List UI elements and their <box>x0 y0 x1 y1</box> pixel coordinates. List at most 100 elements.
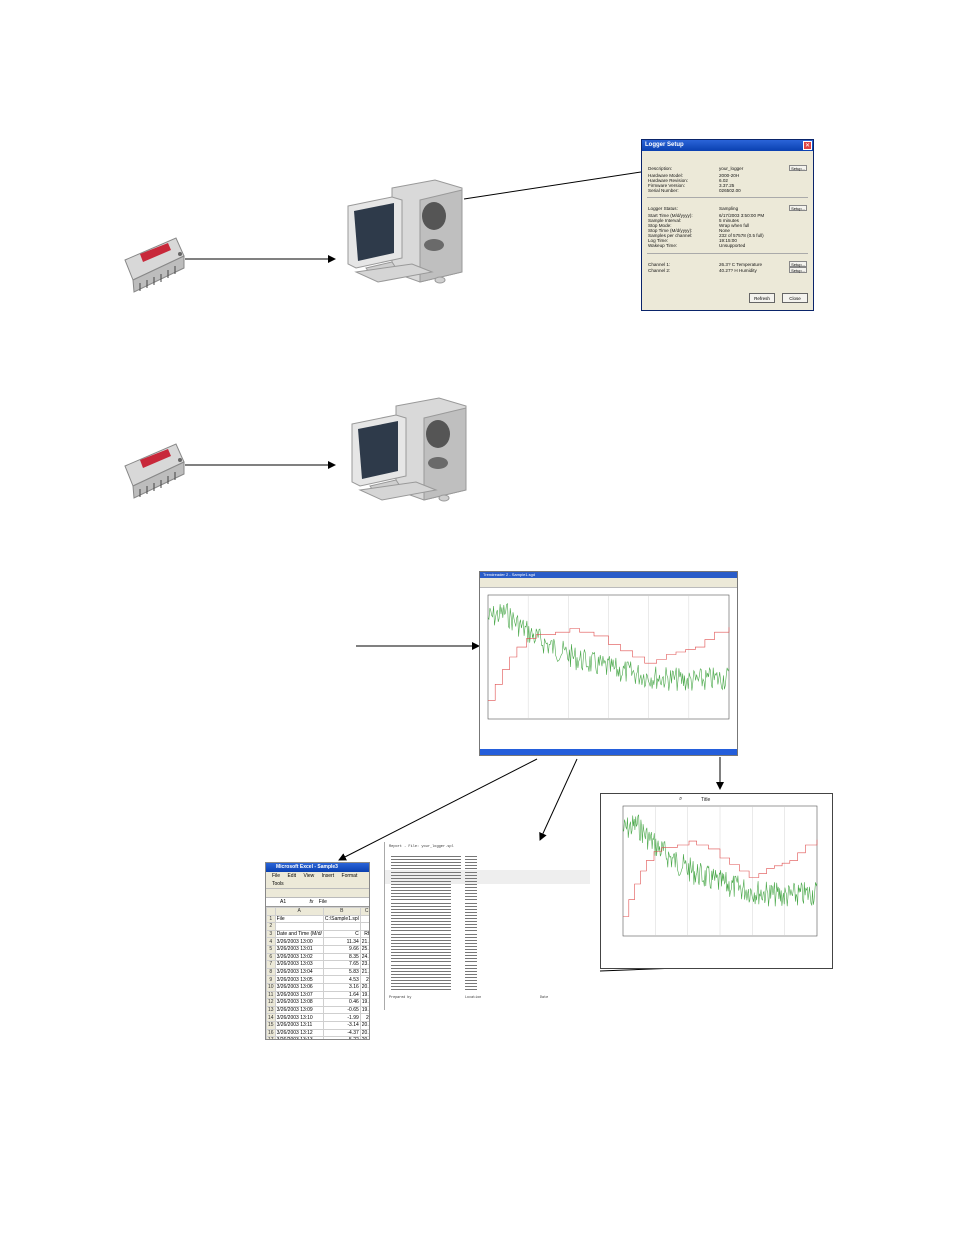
cell[interactable]: 23.8 <box>359 960 369 969</box>
menu-tools[interactable]: Tools <box>272 881 284 887</box>
cell[interactable]: 20.2 <box>359 1036 369 1039</box>
cell[interactable]: File <box>274 914 324 924</box>
cell[interactable]: -0.65 <box>322 1005 361 1015</box>
cell[interactable]: 3/26/2003 13:13 <box>274 1036 324 1039</box>
menu-edit[interactable]: Edit <box>287 873 297 879</box>
cell[interactable]: 8.35 <box>322 952 361 962</box>
cell[interactable] <box>322 922 361 931</box>
cell[interactable]: 19.6 <box>359 990 369 1000</box>
column-header[interactable]: B <box>322 907 361 916</box>
excel-toolbar[interactable] <box>266 880 369 889</box>
report-line <box>465 973 477 975</box>
cell[interactable]: 3/26/2003 13:03 <box>274 960 324 969</box>
row-number[interactable]: 11 <box>266 990 276 1000</box>
row-number[interactable]: 2 <box>266 922 276 931</box>
close-icon[interactable]: ✕ <box>803 141 812 150</box>
cell[interactable]: 3/26/2003 13:09 <box>274 1005 324 1015</box>
row-number[interactable]: 7 <box>266 960 276 969</box>
cell[interactable]: Date and Time (M/d/ <box>274 929 324 939</box>
refresh-button[interactable]: Refresh <box>749 293 775 303</box>
row-number[interactable]: 17 <box>266 1036 276 1039</box>
cell[interactable]: 0.46 <box>322 998 361 1007</box>
series-red-line <box>488 627 730 701</box>
row-number[interactable]: 1 <box>266 914 276 924</box>
cell[interactable]: 3/26/2003 13:07 <box>274 990 324 1000</box>
field-label: Stop Mode: <box>648 223 672 228</box>
row-number[interactable]: 10 <box>266 982 276 992</box>
cell[interactable]: 19.7 <box>359 1005 369 1015</box>
row-number[interactable]: 12 <box>266 998 276 1007</box>
toolbar[interactable] <box>480 582 737 588</box>
name-box[interactable]: A1 <box>280 899 287 905</box>
cell[interactable]: 3/26/2003 13:00 <box>274 937 324 946</box>
column-header[interactable]: C <box>359 907 369 916</box>
cell[interactable]: -4.37 <box>322 1028 361 1038</box>
close-button[interactable]: Close <box>782 293 808 303</box>
cell[interactable]: 3/26/2003 13:08 <box>274 998 324 1007</box>
cell[interactable] <box>359 914 369 924</box>
row-number[interactable]: 5 <box>266 944 276 954</box>
cell[interactable]: 20.1 <box>359 982 369 992</box>
cell[interactable]: 1.64 <box>322 990 361 1000</box>
cell[interactable]: 21.9 <box>359 967 369 977</box>
row-number[interactable]: 3 <box>266 929 276 939</box>
cell[interactable]: 20.6 <box>359 1028 369 1038</box>
row-number[interactable]: 14 <box>266 1013 276 1022</box>
cell[interactable]: 24.1 <box>359 952 369 962</box>
corner-cell[interactable] <box>266 907 276 916</box>
cell[interactable]: 25.5 <box>359 944 369 954</box>
formula-input[interactable]: File <box>318 899 327 905</box>
row-number[interactable]: 16 <box>266 1028 276 1038</box>
cell[interactable]: 4.53 <box>322 975 361 984</box>
cell[interactable] <box>274 922 324 931</box>
cell[interactable]: 3/26/2003 13:12 <box>274 1028 324 1038</box>
menu-insert[interactable]: Insert <box>321 873 335 879</box>
magnifier-icon[interactable]: ⌕ <box>679 796 683 802</box>
cell[interactable]: 20 <box>359 1013 369 1022</box>
row-number[interactable]: 4 <box>266 937 276 946</box>
cell[interactable]: 21 <box>359 975 369 984</box>
cell[interactable]: 9.66 <box>322 944 361 954</box>
menu-bar[interactable] <box>480 578 737 582</box>
cell[interactable]: 3/26/2003 13:05 <box>274 975 324 984</box>
cell[interactable]: C <box>322 929 361 939</box>
row-number[interactable]: 6 <box>266 952 276 962</box>
cell[interactable]: 3/26/2003 13:04 <box>274 967 324 977</box>
cell[interactable]: -5.22 <box>322 1036 361 1039</box>
column-header[interactable]: A <box>274 907 324 916</box>
big-graph-plot <box>622 805 818 937</box>
cell[interactable]: 3/26/2003 13:02 <box>274 952 324 962</box>
cell[interactable]: -1.99 <box>322 1013 361 1022</box>
menu-format[interactable]: Format <box>341 873 358 879</box>
setup-button[interactable]: Setup... <box>789 261 807 267</box>
setup-button[interactable]: Setup... <box>789 267 807 273</box>
cell[interactable]: 3/26/2003 13:11 <box>274 1020 324 1030</box>
row-number[interactable]: 9 <box>266 975 276 984</box>
cell[interactable] <box>359 922 369 931</box>
cell[interactable]: C:\Sample1.spl <box>322 914 361 924</box>
excel-toolbar-2[interactable] <box>266 889 369 898</box>
cell[interactable]: 3/26/2003 13:10 <box>274 1013 324 1022</box>
cell[interactable]: 20.3 <box>359 1020 369 1030</box>
row-number[interactable]: 13 <box>266 1005 276 1015</box>
cell[interactable]: 3/26/2003 13:01 <box>274 944 324 954</box>
row-number[interactable]: 15 <box>266 1020 276 1030</box>
row-number[interactable]: 8 <box>266 967 276 977</box>
menu-view[interactable]: View <box>303 873 315 879</box>
cell[interactable]: 3/26/2003 13:06 <box>274 982 324 992</box>
report-page: Report - File: your_logger.spl Prepared … <box>384 842 590 1010</box>
cell[interactable]: 21.5 <box>359 937 369 946</box>
cell[interactable]: 11.34 <box>322 937 361 946</box>
report-line <box>465 976 477 978</box>
cell[interactable]: 7.65 <box>322 960 361 969</box>
cell[interactable]: -3.14 <box>322 1020 361 1030</box>
setup-button[interactable]: Setup... <box>789 165 807 171</box>
report-line <box>391 942 451 944</box>
cell[interactable]: 5.83 <box>322 967 361 977</box>
report-line <box>465 911 477 913</box>
cell[interactable]: 3.16 <box>322 982 361 992</box>
menu-file[interactable]: File <box>272 873 281 879</box>
cell[interactable]: RH <box>359 929 369 939</box>
setup-button[interactable]: Setup... <box>789 205 807 211</box>
cell[interactable]: 19.6 <box>359 998 369 1007</box>
